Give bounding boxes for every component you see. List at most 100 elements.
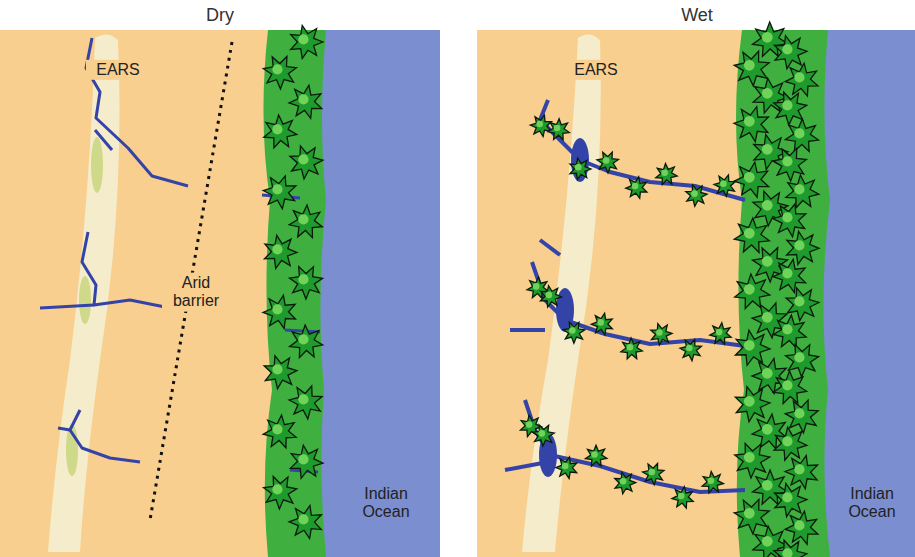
- tree-highlight: [575, 164, 582, 171]
- tree: [774, 36, 807, 69]
- tree: [533, 425, 554, 446]
- tree: [714, 175, 735, 196]
- tree: [672, 487, 693, 508]
- tree: [626, 177, 647, 198]
- tree-highlight: [298, 454, 308, 464]
- tree-highlight: [744, 396, 755, 407]
- tree: [570, 158, 591, 179]
- tree-highlight: [298, 214, 308, 224]
- tree: [651, 324, 672, 345]
- tree: [264, 235, 297, 268]
- coastal-forest: [736, 30, 830, 557]
- barrier-label: Arid barrier: [162, 273, 230, 312]
- tree-highlight: [744, 508, 755, 519]
- trees: [263, 22, 819, 557]
- tree-highlight: [661, 169, 668, 176]
- tree-highlight: [298, 34, 308, 44]
- tree-highlight: [298, 514, 308, 524]
- tree-highlight: [298, 94, 308, 104]
- tree-highlight: [591, 451, 598, 458]
- tree-highlight: [716, 329, 723, 336]
- tree: [264, 115, 297, 148]
- tree: [787, 231, 819, 264]
- tree-highlight: [762, 480, 773, 491]
- tree-highlight: [744, 116, 755, 127]
- tree: [597, 152, 618, 173]
- tree-highlight: [597, 319, 604, 326]
- tree-highlight: [536, 121, 543, 128]
- tree: [710, 323, 731, 344]
- tree: [621, 338, 642, 359]
- tree: [563, 322, 584, 343]
- ocean: [318, 30, 440, 557]
- land: [0, 30, 440, 557]
- tree-highlight: [762, 88, 773, 99]
- tree: [656, 163, 677, 184]
- tree-highlight: [298, 394, 308, 404]
- tree: [785, 456, 818, 489]
- tree: [289, 505, 321, 538]
- tree-highlight: [782, 436, 792, 446]
- arid-barrier-line: [150, 42, 232, 520]
- tree-highlight: [691, 190, 698, 197]
- tree-highlight: [794, 240, 804, 250]
- tree-highlight: [744, 452, 755, 463]
- tree-highlight: [272, 124, 282, 134]
- tree: [734, 107, 769, 142]
- tree: [290, 146, 323, 179]
- tree: [263, 415, 296, 448]
- tree: [643, 463, 664, 484]
- tree: [774, 371, 807, 404]
- tree-highlight: [794, 184, 804, 194]
- panel-title: Wet: [681, 5, 713, 26]
- tree-highlight: [794, 296, 804, 306]
- tree: [734, 499, 769, 534]
- rift-label: EARS: [86, 60, 150, 80]
- tree-highlight: [272, 64, 282, 74]
- tree-highlight: [620, 478, 627, 485]
- tree: [289, 205, 322, 238]
- tree: [686, 185, 707, 206]
- tree-highlight: [649, 469, 656, 476]
- tree: [263, 56, 296, 89]
- tree: [735, 387, 770, 422]
- rift-lake-patch: [91, 137, 103, 193]
- tree: [289, 267, 322, 299]
- tree-highlight: [782, 492, 792, 502]
- tree-highlight: [533, 283, 540, 290]
- rift-label: EARS: [564, 60, 628, 80]
- tree-highlight: [762, 368, 773, 379]
- tree: [785, 511, 818, 544]
- tree: [291, 25, 323, 58]
- tree-highlight: [632, 183, 639, 190]
- tree-highlight: [272, 304, 282, 314]
- tree-highlight: [744, 284, 755, 295]
- tree-highlight: [298, 154, 308, 164]
- tree: [289, 386, 322, 419]
- tree-highlight: [708, 477, 715, 484]
- tree: [290, 445, 323, 478]
- tree-highlight: [678, 493, 685, 500]
- tree: [786, 175, 819, 208]
- tree: [735, 443, 770, 478]
- tree: [773, 259, 806, 292]
- tree-highlight: [762, 256, 773, 267]
- tree-highlight: [744, 340, 755, 351]
- tree: [548, 119, 569, 140]
- rift-valley: [48, 34, 120, 552]
- tree-highlight: [546, 292, 553, 299]
- tree-highlight: [272, 484, 282, 494]
- tree-highlight: [562, 463, 569, 470]
- ocean: [822, 30, 915, 557]
- tree-highlight: [782, 380, 792, 390]
- tree: [530, 115, 551, 136]
- tree-highlight: [554, 125, 561, 132]
- tree: [785, 400, 818, 433]
- tree-highlight: [272, 244, 282, 254]
- tree-highlight: [782, 100, 792, 110]
- tree-highlight: [744, 60, 755, 71]
- tree: [263, 295, 295, 328]
- tree-highlight: [782, 212, 792, 222]
- ocean-label: Indian Ocean: [841, 485, 903, 522]
- tree-highlight: [762, 424, 773, 435]
